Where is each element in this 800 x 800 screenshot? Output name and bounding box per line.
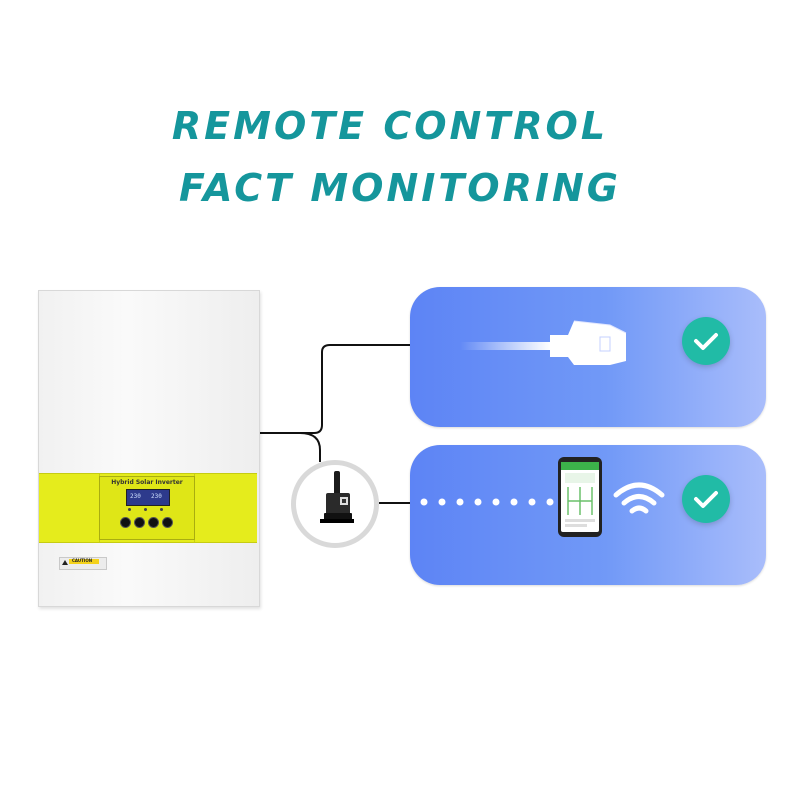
warning-triangle-icon bbox=[62, 560, 68, 565]
inverter-control-panel: Hybrid Solar Inverter 230 230 bbox=[99, 476, 195, 540]
inverter-lcd-display: 230 230 bbox=[126, 489, 170, 506]
caution-text: CAUTION bbox=[72, 558, 93, 563]
lcd-right-value: 230 bbox=[151, 493, 162, 500]
dotted-signal-line bbox=[420, 498, 554, 506]
lcd-left-value: 230 bbox=[130, 493, 141, 500]
inverter-button[interactable] bbox=[162, 517, 173, 528]
wired-connection-card bbox=[410, 287, 766, 427]
led-indicator bbox=[160, 508, 163, 511]
wireless-connection-card bbox=[410, 445, 766, 585]
headline-line2: FACT MONITORING bbox=[178, 166, 621, 210]
check-icon bbox=[682, 317, 730, 365]
wire-to-dongle bbox=[299, 432, 321, 462]
inverter-button[interactable] bbox=[148, 517, 159, 528]
wire-to-ethernet-card bbox=[258, 344, 410, 434]
inverter-button[interactable] bbox=[120, 517, 131, 528]
wifi-icon bbox=[613, 482, 665, 514]
wifi-dongle-badge bbox=[291, 460, 379, 548]
led-indicator bbox=[144, 508, 147, 511]
headline-line1: REMOTE CONTROL bbox=[171, 104, 609, 148]
caution-label: CAUTION bbox=[59, 557, 107, 570]
inverter-yellow-band: Hybrid Solar Inverter 230 230 bbox=[39, 473, 257, 543]
ethernet-cable-icon bbox=[460, 320, 627, 365]
wifi-dongle-icon bbox=[320, 471, 354, 523]
smartphone-icon bbox=[558, 457, 602, 537]
check-icon bbox=[682, 475, 730, 523]
led-indicator bbox=[128, 508, 131, 511]
inverter-button[interactable] bbox=[134, 517, 145, 528]
hybrid-solar-inverter: Hybrid Solar Inverter 230 230 CAUTION bbox=[38, 290, 260, 607]
inverter-panel-title: Hybrid Solar Inverter bbox=[111, 479, 183, 486]
